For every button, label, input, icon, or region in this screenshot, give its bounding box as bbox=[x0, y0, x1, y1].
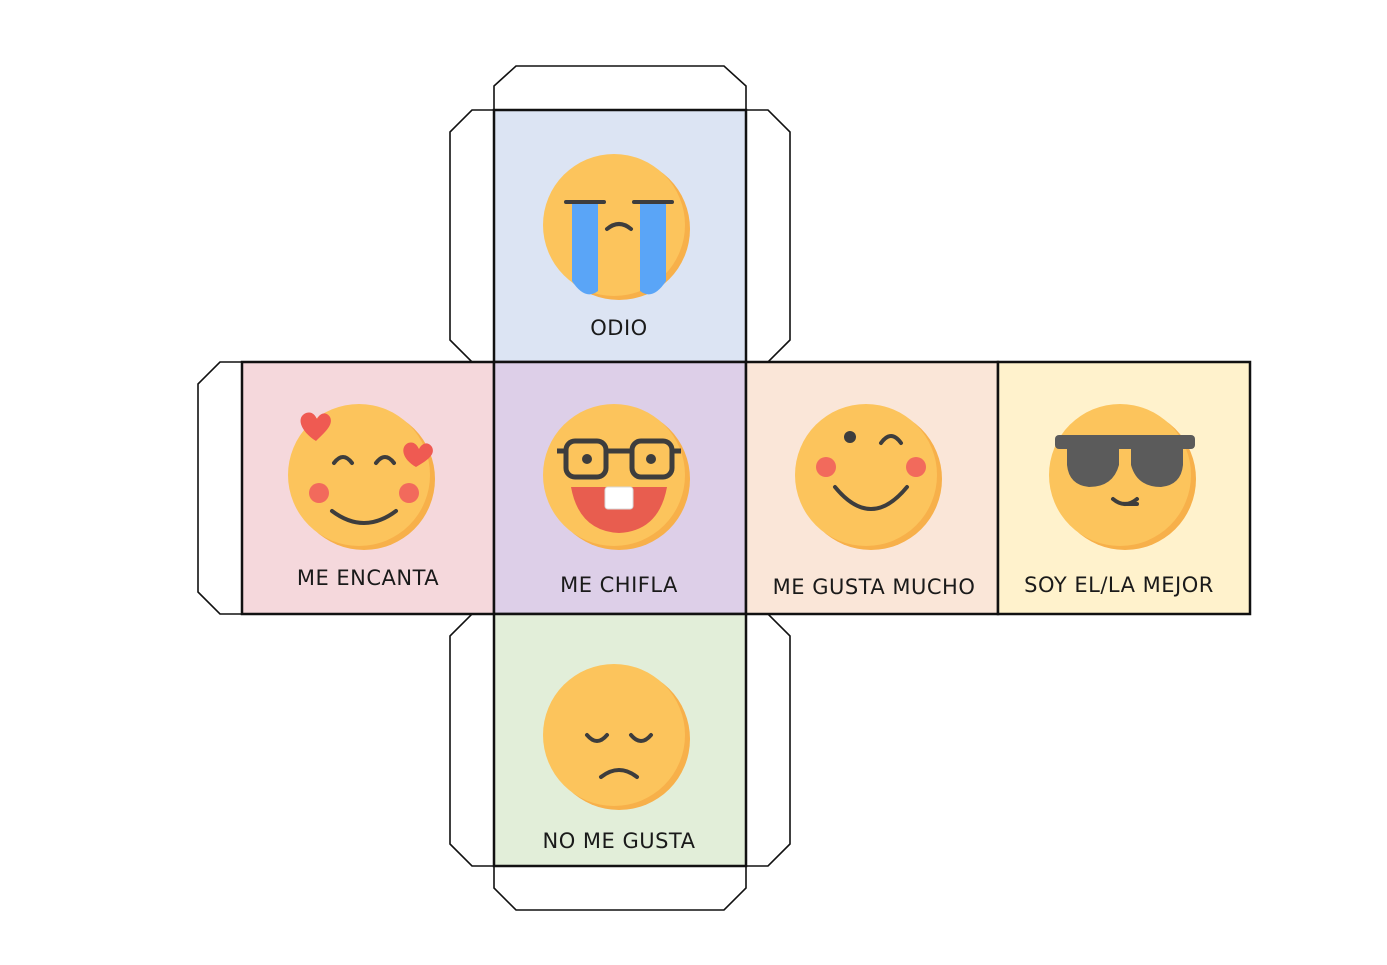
glue-tab-bottom-left bbox=[449, 613, 495, 867]
label-me-encanta: ME ENCANTA bbox=[297, 566, 439, 590]
label-me-gusta-mucho: ME GUSTA MUCHO bbox=[773, 575, 976, 599]
glue-tab-left bbox=[197, 361, 243, 615]
smiling-face-with-hearts-icon bbox=[288, 404, 435, 550]
sunglasses-face-icon bbox=[1049, 404, 1196, 550]
label-odio: ODIO bbox=[590, 316, 647, 340]
nerd-face-icon bbox=[543, 404, 690, 550]
glue-tab-top-right bbox=[745, 109, 791, 363]
crying-face-icon bbox=[543, 154, 690, 300]
glue-tab-top-left bbox=[449, 109, 495, 363]
pensive-face-icon bbox=[543, 664, 690, 810]
label-no-me-gusta: NO ME GUSTA bbox=[542, 829, 695, 853]
winking-face-icon bbox=[795, 404, 942, 550]
label-me-chifla: ME CHIFLA bbox=[560, 573, 678, 597]
glue-tab-top bbox=[493, 65, 747, 111]
label-soy-el-la-mejor: SOY EL/LA MEJOR bbox=[1024, 573, 1214, 597]
glue-tab-bottom-right bbox=[745, 613, 791, 867]
glue-tab-bottom bbox=[493, 865, 747, 911]
